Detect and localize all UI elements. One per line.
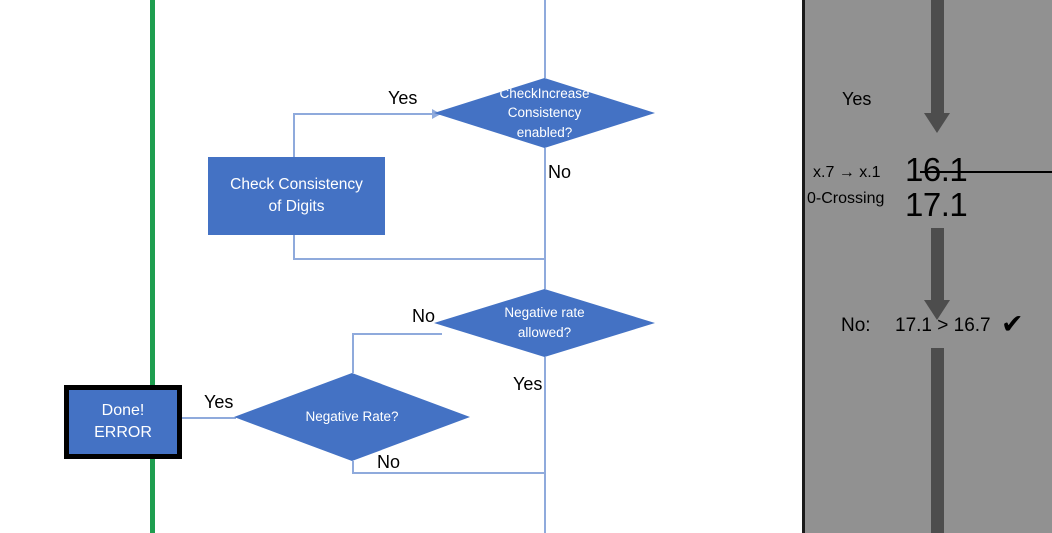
decision-checkincrease-line2: Consistency (507, 105, 582, 121)
decision-negative-rate-allowed-line1: Negative rate (504, 305, 585, 321)
decision-negative-rate-allowed[interactable]: Negative rate allowed? (434, 289, 655, 357)
annotation-arrow-2-shaft (931, 228, 944, 300)
annotation-result-checkmark-icon: ✔ (1001, 309, 1024, 339)
annotation-arrow-1-head-icon (924, 113, 950, 133)
terminator-done-error[interactable]: Done! ERROR (64, 385, 182, 459)
decision-negative-rate[interactable]: Negative Rate? (234, 373, 470, 461)
process-check-consistency-of-digits[interactable]: Check Consistency of Digits (208, 157, 385, 235)
label-checkincrease-yes: Yes (388, 88, 418, 108)
annotation-result-comparison: 17.1 > 16.7 (895, 315, 991, 336)
annotation-arrow-1-shaft (931, 0, 944, 113)
connector-box-bottom-down (293, 235, 295, 259)
connector-negrate-yes-left (174, 417, 236, 419)
label-allowed-yes: Yes (513, 374, 543, 394)
annotation-value-struck: 16.1 (905, 151, 1052, 189)
annotation-rule-line1: x.7 → x.1 (813, 164, 881, 181)
annotation-panel: Yes x.7 → x.1 0-Crossing 16.1 17.1 No: 1… (802, 0, 1052, 533)
decision-checkincrease-consistency[interactable]: CheckIncrease Consistency enabled? (434, 78, 655, 148)
decision-checkincrease-line1: CheckIncrease (499, 85, 590, 101)
connector-box-bottom-right (293, 258, 545, 260)
connector-allowed-yes-down (544, 357, 546, 473)
process-check-consistency-line1: Check Consistency (230, 175, 363, 193)
annotation-yes-label: Yes (842, 89, 872, 109)
connector-allowed-no-left (352, 333, 442, 335)
terminator-done-line1: Done! (101, 402, 145, 420)
decision-negative-rate-allowed-line2: allowed? (517, 325, 572, 340)
label-allowed-no: No (412, 306, 436, 326)
connector-allowed-no-down (352, 333, 354, 373)
annotation-result-prefix: No: (841, 315, 871, 336)
terminator-done-line2: ERROR (94, 424, 152, 441)
label-checkincrease-no: No (548, 162, 572, 182)
connector-top-entry (544, 0, 546, 78)
label-negrate-yes: Yes (204, 392, 234, 412)
green-divider-line (150, 0, 155, 533)
connector-yes-arrowhead-icon (432, 109, 441, 119)
connector-yes-down-to-box (293, 113, 295, 157)
annotation-rule-line2: 0-Crossing (807, 190, 885, 207)
connector-bottom-exit (544, 472, 546, 533)
connector-negrate-no-right (352, 472, 546, 474)
connector-yes-to-left (293, 113, 441, 115)
decision-checkincrease-line3: enabled? (516, 124, 573, 140)
connector-no-spine-upper (544, 148, 546, 289)
label-negrate-no: No (377, 452, 401, 472)
process-check-consistency-line2: of Digits (268, 198, 325, 215)
annotation-value-result: 17.1 (905, 186, 968, 223)
annotation-arrow-2-head-icon (924, 300, 950, 320)
decision-negative-rate-label: Negative Rate? (305, 409, 399, 425)
annotation-arrow-3-shaft (931, 348, 944, 533)
connector-negrate-no-down (352, 461, 354, 473)
